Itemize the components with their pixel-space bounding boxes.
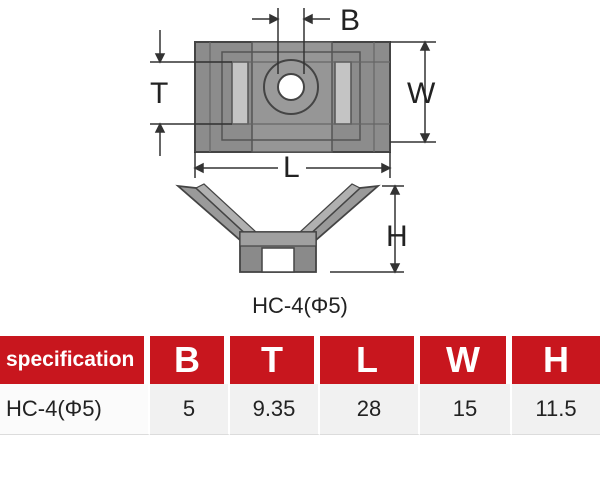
spec-table-header-row: specification B T L W H (0, 336, 600, 384)
dimension-h (330, 184, 404, 274)
cell-w: 15 (420, 384, 512, 435)
dimension-w-label: W (407, 77, 436, 110)
side-view (175, 183, 381, 273)
cell-l: 28 (320, 384, 420, 435)
dimension-b-label: B (340, 4, 360, 37)
header-l: L (320, 336, 420, 384)
cell-b: 5 (150, 384, 230, 435)
technical-drawing: B T W L (150, 4, 436, 274)
model-caption: HC-4(Φ5) (252, 293, 348, 318)
dimension-w (390, 40, 436, 144)
top-view (194, 41, 391, 153)
header-h: H (512, 336, 600, 384)
header-b: B (150, 336, 230, 384)
cell-model: HC-4(Φ5) (0, 384, 150, 435)
header-t: T (230, 336, 320, 384)
cell-t: 9.35 (230, 384, 320, 435)
header-specification: specification (0, 336, 150, 384)
dimension-b (252, 8, 330, 74)
dimension-l (193, 152, 392, 178)
dimension-t (150, 30, 232, 156)
cell-h: 11.5 (512, 384, 600, 435)
dimension-l-label: L (283, 151, 300, 184)
spec-table: specification B T L W H HC-4(Φ5) 5 9.35 … (0, 336, 600, 435)
header-w: W (420, 336, 512, 384)
dimension-t-label: T (150, 77, 168, 110)
dimension-h-label: H (386, 220, 408, 253)
table-row: HC-4(Φ5) 5 9.35 28 15 11.5 (0, 384, 600, 435)
